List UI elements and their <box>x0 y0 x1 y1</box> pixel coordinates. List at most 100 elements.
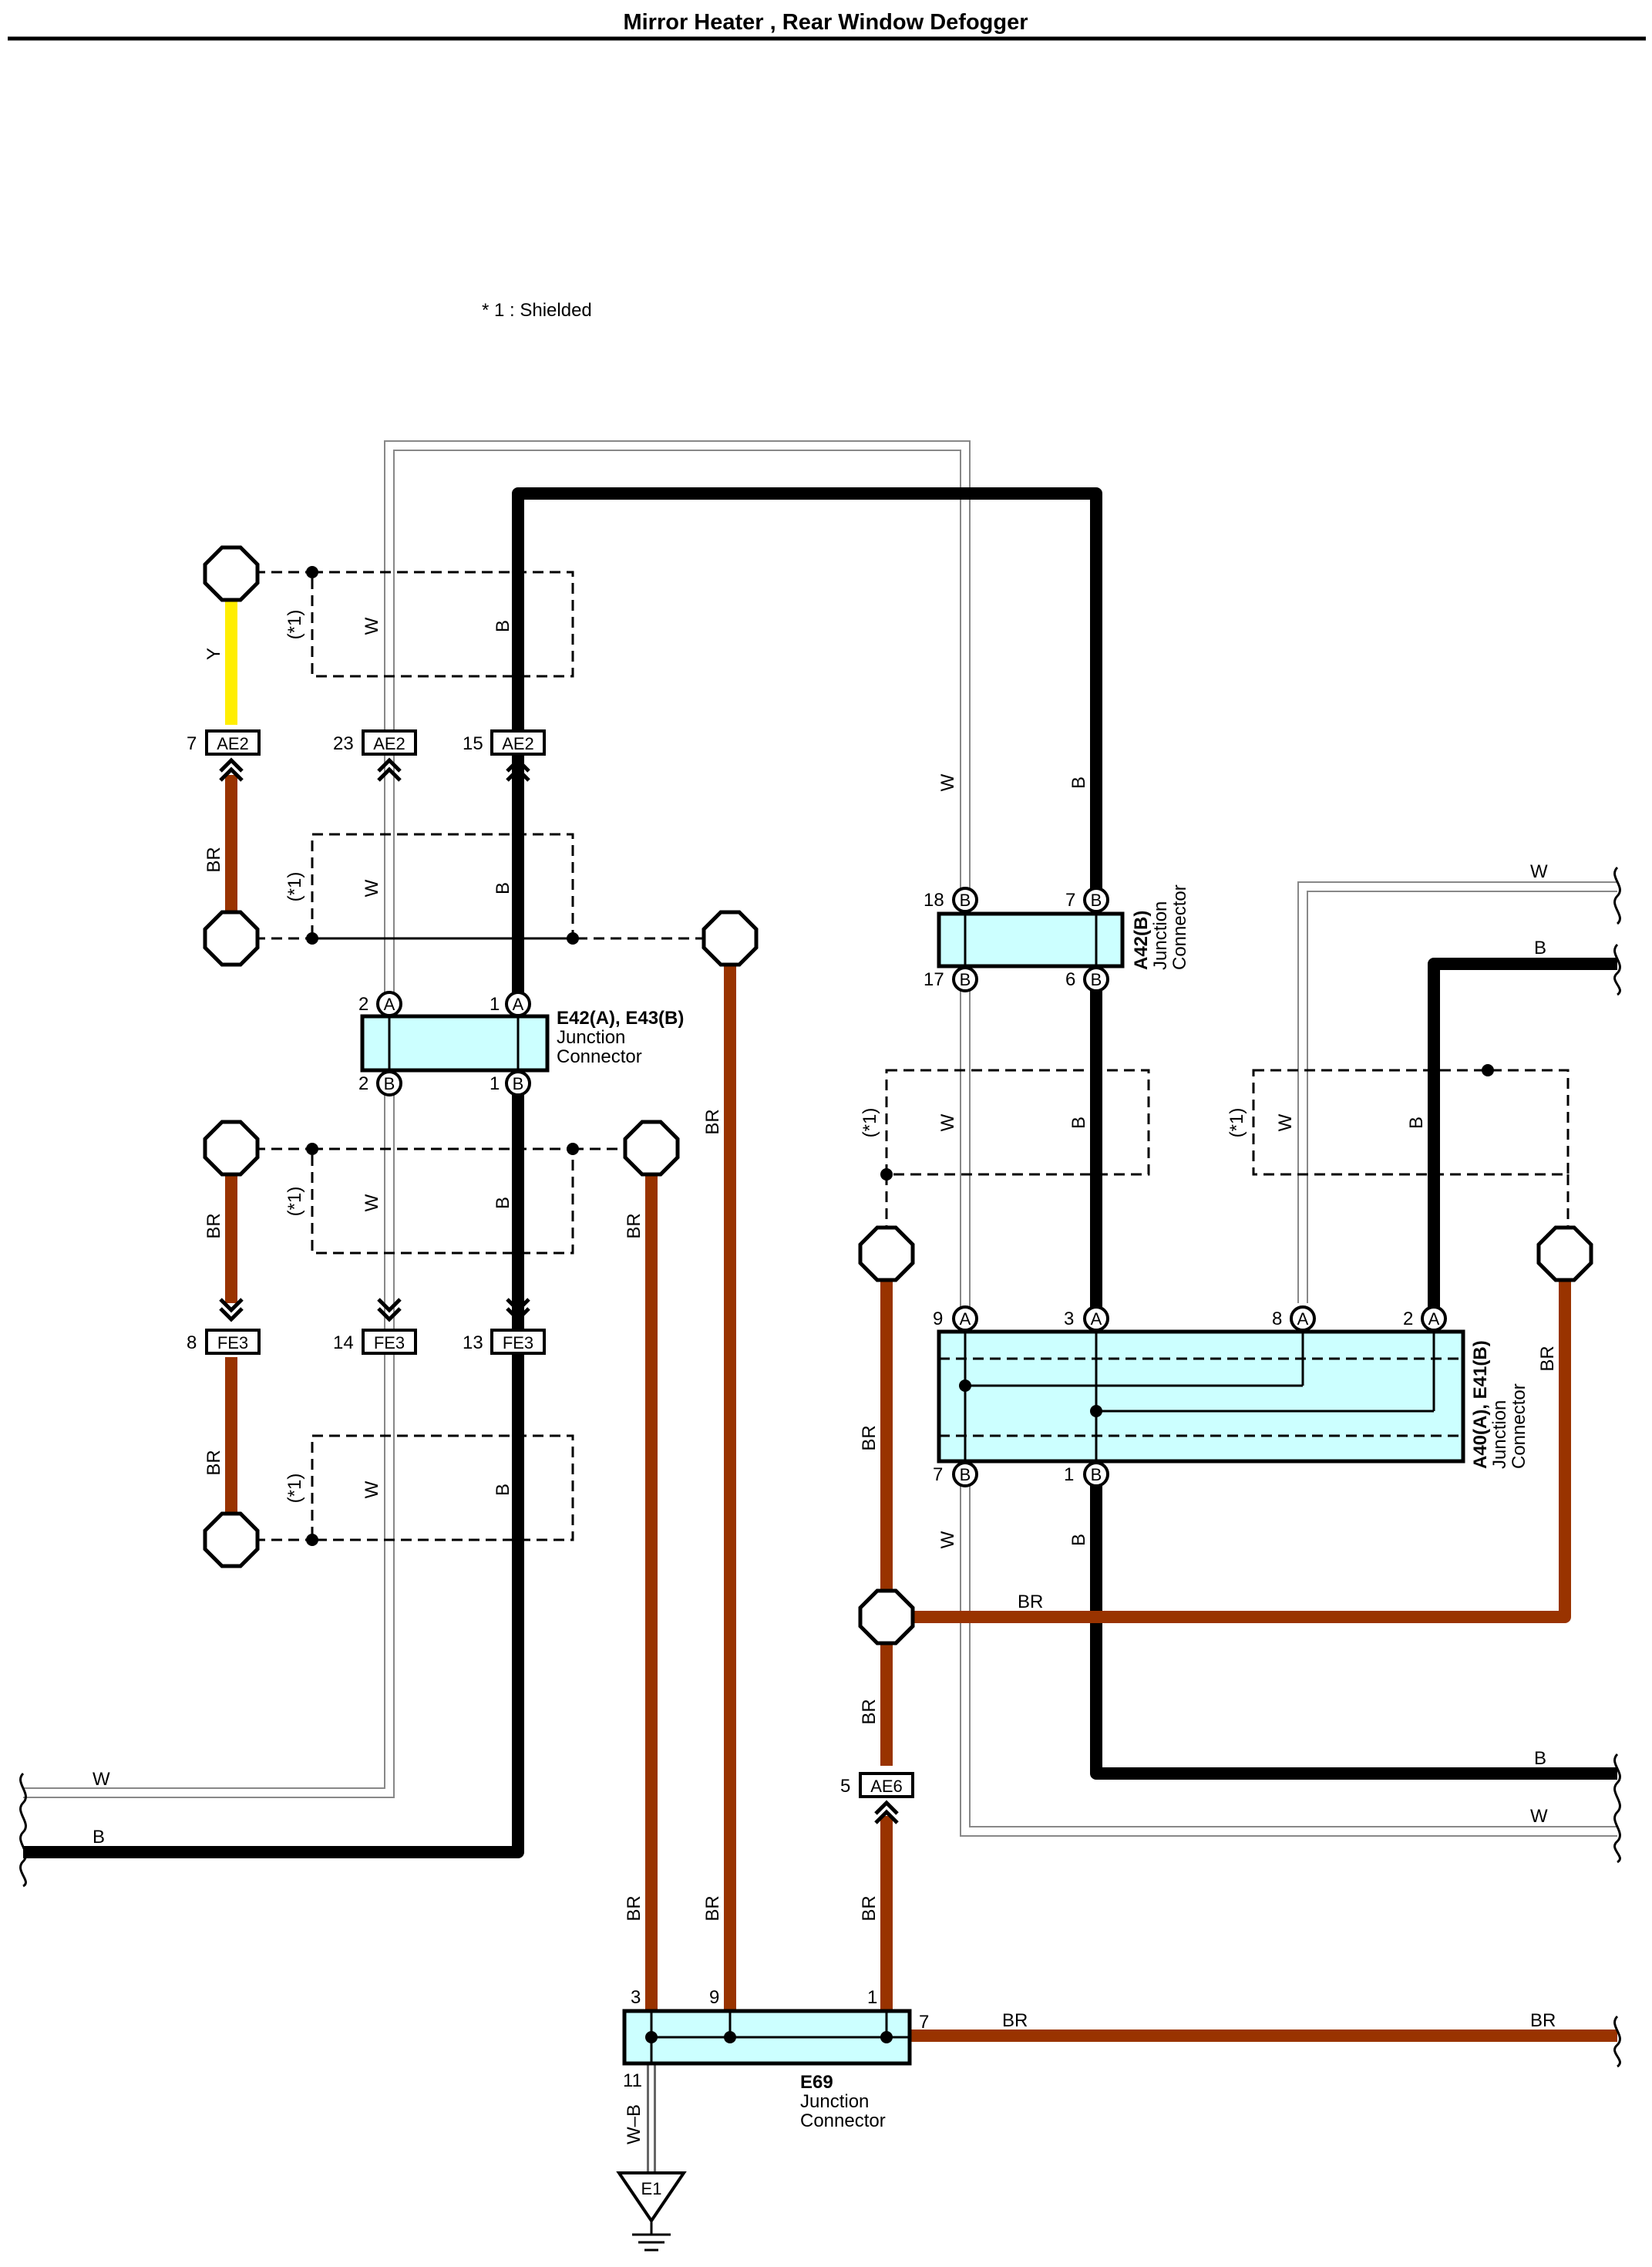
svg-text:Connector: Connector <box>1169 884 1190 970</box>
svg-text:Junction: Junction <box>557 1027 625 1048</box>
svg-text:E69: E69 <box>800 2072 833 2093</box>
svg-text:Connector: Connector <box>557 1046 642 1067</box>
svg-text:9: 9 <box>709 1987 719 2008</box>
svg-text:18: 18 <box>924 890 944 911</box>
svg-text:E42(A), E43(B): E42(A), E43(B) <box>557 1008 684 1029</box>
svg-text:BR: BR <box>204 847 224 872</box>
black-wires <box>23 487 1617 1858</box>
wire-w-left-a-core <box>23 442 1617 1835</box>
terminal-2 <box>203 910 260 967</box>
svg-text:B: B <box>1534 1748 1546 1769</box>
connector-fe3-14: FE3 14 <box>333 1298 417 1355</box>
svg-text:BR: BR <box>702 1109 723 1134</box>
svg-text:14: 14 <box>333 1332 354 1353</box>
svg-text:2: 2 <box>358 1073 368 1094</box>
svg-text:W: W <box>1275 1113 1296 1131</box>
wire-color-labels: W B W B W B W B W B W B Y BR BR BR BR BR… <box>93 617 1558 2144</box>
svg-text:B: B <box>493 620 513 632</box>
svg-text:B: B <box>493 882 513 894</box>
svg-text:A: A <box>1297 1309 1309 1329</box>
svg-text:B: B <box>1091 970 1102 989</box>
shield-note: * 1 : Shielded <box>482 300 592 321</box>
svg-text:BR: BR <box>702 1895 723 1921</box>
page-title: Mirror Heater , Rear Window Defogger <box>623 10 1028 35</box>
svg-text:B: B <box>513 1074 524 1093</box>
svg-text:W: W <box>937 773 958 791</box>
svg-text:15: 15 <box>463 733 483 754</box>
svg-text:BR: BR <box>859 1895 880 1921</box>
svg-text:B: B <box>493 1197 513 1209</box>
svg-text:7: 7 <box>187 733 197 754</box>
svg-text:B: B <box>1534 938 1546 958</box>
svg-text:A: A <box>384 995 395 1014</box>
svg-text:Junction: Junction <box>1150 901 1171 970</box>
svg-text:E1: E1 <box>641 2179 662 2198</box>
svg-text:Junction: Junction <box>1489 1400 1510 1469</box>
inline-connectors: AE2 7 AE2 23 AE2 15 FE3 8 FE3 14 <box>187 729 914 1824</box>
svg-text:13: 13 <box>463 1332 483 1353</box>
svg-text:BR: BR <box>1537 1346 1558 1371</box>
white-wires <box>23 440 1617 2174</box>
svg-text:1: 1 <box>867 1987 877 2008</box>
svg-text:W: W <box>362 1480 382 1498</box>
svg-text:1: 1 <box>490 1073 500 1094</box>
connector-fe3-13: FE3 13 <box>463 1298 546 1355</box>
svg-text:1: 1 <box>490 994 500 1015</box>
svg-text:(*1): (*1) <box>284 1474 305 1504</box>
svg-text:AE6: AE6 <box>870 1777 903 1796</box>
svg-text:2: 2 <box>1403 1309 1413 1329</box>
wire-w-left-a <box>23 440 1617 1837</box>
shield-dots <box>306 566 1494 1546</box>
terminals <box>203 545 1593 1646</box>
svg-text:B: B <box>1406 1117 1427 1129</box>
svg-text:W: W <box>362 617 382 635</box>
svg-text:Junction: Junction <box>800 2091 869 2112</box>
terminal-3 <box>702 910 759 967</box>
terminal-5 <box>623 1120 680 1177</box>
svg-text:BR: BR <box>624 1213 644 1238</box>
svg-text:W–B: W–B <box>624 2104 644 2144</box>
shield-labels: (*1) (*1) (*1) (*1) (*1) (*1) <box>284 610 1247 1504</box>
connector-ae2-7: AE2 7 <box>187 729 261 782</box>
svg-text:B: B <box>1091 1465 1102 1484</box>
terminal-8 <box>1536 1225 1593 1282</box>
svg-text:BR: BR <box>1018 1592 1043 1612</box>
svg-text:5: 5 <box>840 1776 850 1797</box>
svg-text:B: B <box>493 1484 513 1496</box>
brown-wires <box>225 775 1617 2042</box>
svg-text:9: 9 <box>933 1309 943 1329</box>
svg-text:B: B <box>1068 776 1089 789</box>
svg-text:AE2: AE2 <box>373 734 405 753</box>
terminal-4 <box>203 1120 260 1177</box>
junction-e42-e43: A A B B 2 1 2 1 E42(A), E43(B) Junction … <box>358 991 684 1096</box>
svg-text:(*1): (*1) <box>284 872 305 902</box>
svg-text:Connector: Connector <box>1509 1383 1529 1469</box>
wire-b-a40-out <box>1090 1474 1617 1780</box>
svg-text:(*1): (*1) <box>860 1108 880 1138</box>
connector-ae2-23: AE2 23 <box>333 729 417 782</box>
shield-box-2 <box>311 833 574 940</box>
svg-text:8: 8 <box>1272 1309 1282 1329</box>
svg-text:W: W <box>362 1194 382 1211</box>
svg-text:BR: BR <box>204 1450 224 1475</box>
wire-b-right-in <box>1428 958 1617 1311</box>
svg-text:B: B <box>960 1465 971 1484</box>
svg-text:A: A <box>960 1309 971 1329</box>
svg-text:W: W <box>93 1769 110 1790</box>
terminal-7 <box>858 1225 915 1282</box>
shield-box-3 <box>311 1147 574 1255</box>
svg-text:A40(A), E41(B): A40(A), E41(B) <box>1470 1340 1491 1469</box>
svg-text:BR: BR <box>1002 2010 1028 2031</box>
svg-text:W: W <box>937 1113 958 1131</box>
svg-text:23: 23 <box>333 733 354 754</box>
svg-text:W: W <box>1530 861 1548 882</box>
connector-fe3-8: FE3 8 <box>187 1298 261 1355</box>
svg-text:W: W <box>362 879 382 897</box>
svg-text:B: B <box>960 891 971 910</box>
svg-text:FE3: FE3 <box>217 1333 248 1352</box>
svg-text:A: A <box>1428 1309 1440 1329</box>
svg-text:B: B <box>384 1074 395 1093</box>
svg-text:BR: BR <box>624 1895 644 1921</box>
shield-box-1 <box>311 571 574 678</box>
